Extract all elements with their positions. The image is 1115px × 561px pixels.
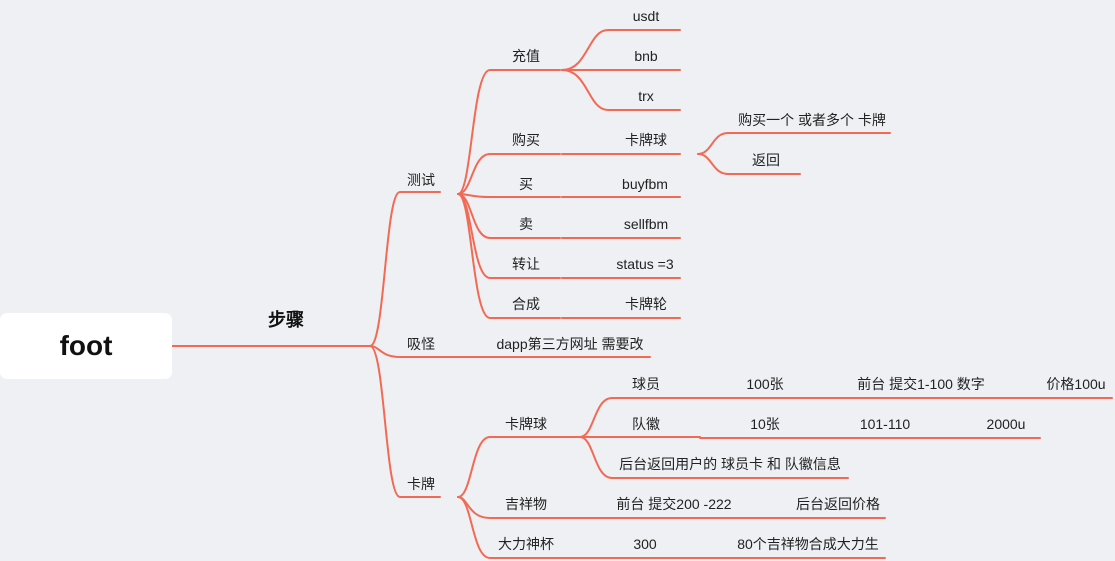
node-backend-info[interactable]: 后台返回用户的 球员卡 和 队徽信息 (619, 456, 841, 472)
connector-card-ball-b (457, 436, 581, 498)
node-hercules-cup[interactable]: 大力神杯 (498, 536, 554, 552)
node-card-ball-b[interactable]: 卡牌球 (505, 416, 547, 432)
node-card-wheel[interactable]: 卡牌轮 (625, 296, 667, 312)
root-node[interactable]: foot (0, 313, 172, 379)
node-buy[interactable]: 购买 (512, 132, 540, 148)
connector-purchase (457, 193, 561, 198)
connector-backend-info (579, 436, 849, 479)
connector-trx (561, 69, 681, 111)
node-card-ball-a[interactable]: 卡牌球 (625, 132, 667, 148)
node-buy-one-or-more[interactable]: 购买一个 或者多个 卡牌 (738, 112, 886, 128)
node-mascot-frontend[interactable]: 前台 提交200 -222 (616, 496, 732, 512)
node-usdt[interactable]: usdt (632, 8, 660, 24)
node-badge[interactable]: 队徽 (632, 416, 660, 432)
node-player-price[interactable]: 价格100u (1046, 376, 1106, 392)
connector-cup (457, 496, 581, 559)
node-badge-price[interactable]: 2000u (986, 416, 1026, 432)
node-buyfbm[interactable]: buyfbm (622, 176, 668, 192)
node-return[interactable]: 返回 (752, 152, 780, 168)
connector-player (579, 397, 701, 438)
node-monster[interactable]: 吸怪 (407, 336, 435, 352)
connector-usdt (561, 29, 681, 71)
connector-monster (369, 345, 441, 358)
node-mascot[interactable]: 吉祥物 (505, 496, 547, 512)
node-cup-note[interactable]: 80个吉祥物合成大力生 (737, 536, 879, 552)
node-mascot-backend[interactable]: 后台返回价格 (796, 496, 880, 512)
connector-test (369, 191, 441, 347)
connector-recharge (457, 69, 561, 195)
node-badge-range[interactable]: 101-110 (859, 416, 911, 432)
node-sellfbm[interactable]: sellfbm (623, 216, 669, 232)
connector-buy-one (697, 132, 891, 155)
node-badge-count[interactable]: 10张 (750, 416, 780, 432)
node-cards[interactable]: 卡牌 (407, 476, 435, 492)
node-player-count[interactable]: 100张 (746, 376, 784, 392)
node-synthesize[interactable]: 合成 (512, 296, 540, 312)
node-recharge[interactable]: 充值 (512, 48, 540, 64)
node-sell[interactable]: 卖 (519, 216, 533, 232)
node-dapp[interactable]: dapp第三方网址 需要改 (496, 336, 644, 352)
node-cup-value[interactable]: 300 (633, 536, 657, 552)
connector-buy (457, 153, 561, 195)
node-transfer[interactable]: 转让 (512, 256, 540, 272)
node-trx[interactable]: trx (638, 88, 654, 104)
connector-cards (369, 345, 441, 498)
connector-sell (457, 193, 561, 239)
node-bnb[interactable]: bnb (634, 48, 658, 64)
node-test[interactable]: 测试 (407, 172, 435, 188)
connector-synthesize (457, 193, 561, 319)
node-player[interactable]: 球员 (632, 376, 660, 392)
connector-return (697, 153, 801, 175)
node-player-frontend[interactable]: 前台 提交1-100 数字 (857, 376, 985, 392)
node-purchase[interactable]: 买 (519, 176, 533, 192)
node-steps[interactable]: 步骤 (268, 310, 304, 330)
node-status[interactable]: status =3 (616, 256, 674, 272)
